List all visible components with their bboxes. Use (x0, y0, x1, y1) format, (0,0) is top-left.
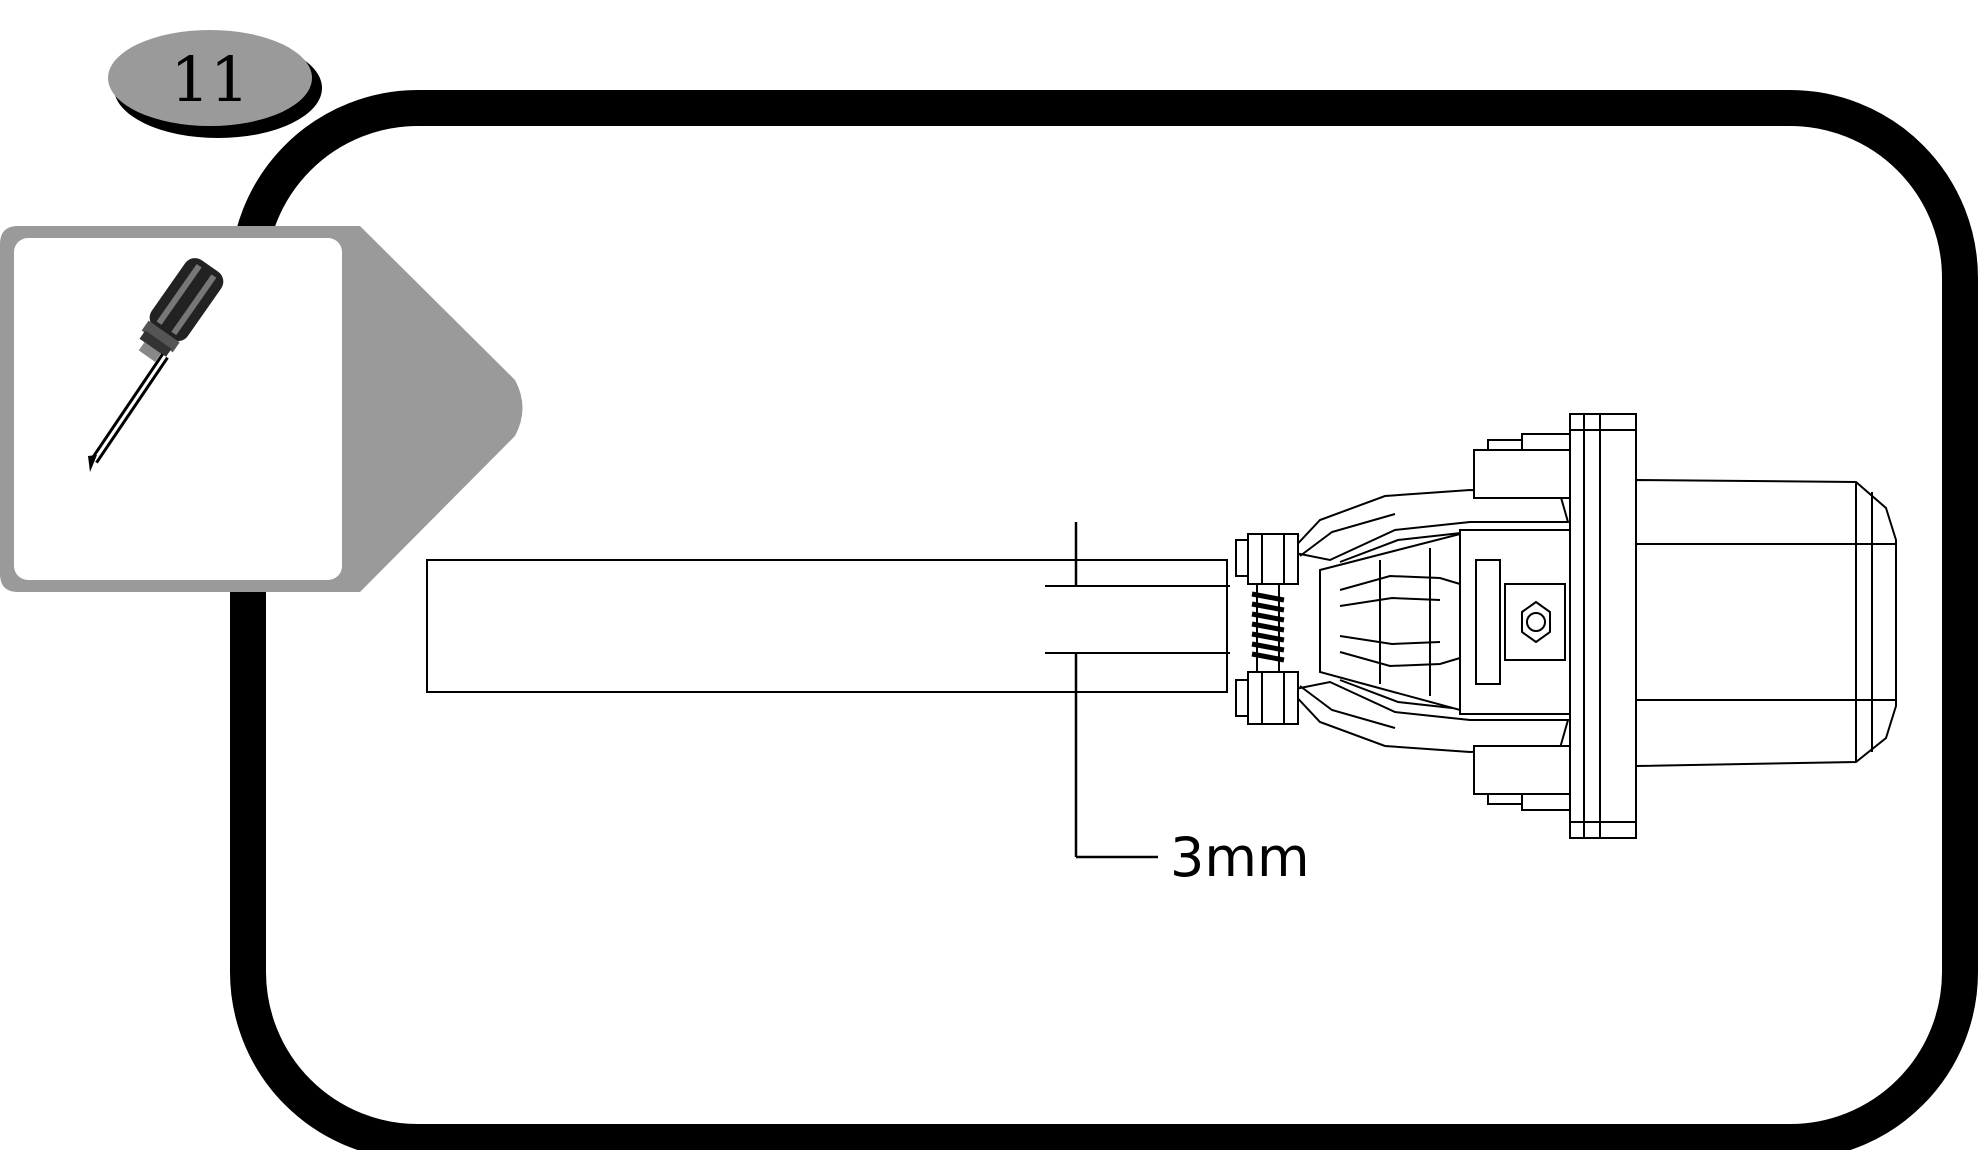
screwdriver-icon (88, 258, 224, 472)
grip-assembly (1235, 413, 1897, 839)
step-number: 11 (171, 43, 250, 116)
tool-callout (0, 226, 523, 592)
set-screw (1251, 583, 1285, 673)
dimension-label: 3mm (1170, 826, 1310, 889)
step-frame (230, 90, 1978, 1150)
gap-dimension (1074, 522, 1158, 859)
tube (426, 559, 1230, 693)
step-badge: 11 (108, 30, 322, 138)
